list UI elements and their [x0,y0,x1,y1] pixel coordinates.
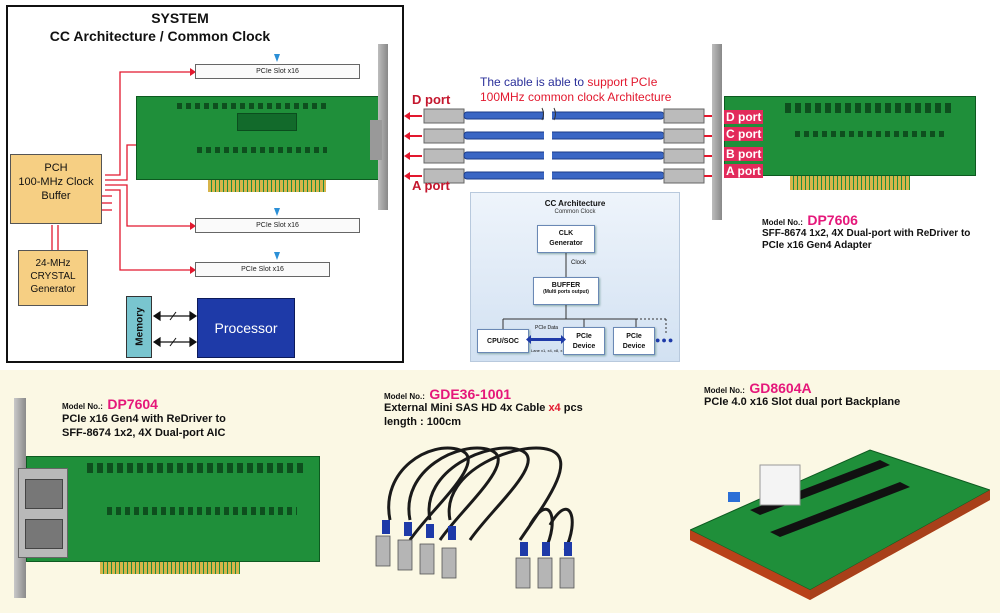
pch-clock-buffer-box: PCH 100-MHz Clock Buffer [10,154,102,224]
dp7606-gold-fingers [790,176,910,190]
system-subtitle: CC Architecture / Common Clock [49,28,271,44]
gde36-desc-a: External Mini SAS HD 4x Cable [384,402,549,414]
cc-architecture-panel: CC Architecture Common Clock CLK Generat… [470,192,680,362]
gde36-model-prefix: Model No.: [384,392,425,401]
dp7604-card [26,456,320,562]
right-port-b: B port [724,147,764,161]
dp7604-desc-line2: SFF-8674 1x2, 4X Dual-port AIC [62,427,226,439]
memory-box: Memory [126,296,152,358]
cc-subtitle: Common Clock [554,209,596,215]
left-port-d: D port [412,92,451,107]
gde36-desc-line2: length : 100cm [384,416,462,428]
card-gold-fingers [208,180,326,192]
left-port-a: A port [412,178,450,193]
pcie-slot-bottom: PCIe Slot x16 [195,262,330,277]
cc-cpu-soc: CPU/SOC [477,329,529,353]
pcie-slot-middle: PCIe Slot x16 [195,218,360,233]
dp7604-gold-fingers [100,562,240,574]
dp7606-card-in-system [136,96,382,180]
dp7606-desc-line2: PCIe x16 Gen4 Adapter [762,240,872,251]
dp7604-sff-ports [18,468,68,558]
gde36-desc-line1: External Mini SAS HD 4x Cable x4 pcs [384,402,583,414]
cc-pcie-data: PCIe Data [535,325,559,331]
cable-note-part-b: support PCIe [587,75,658,89]
cc-pcie-device-2: PCIe Device [613,327,655,355]
card-bracket [378,44,388,210]
cc-lanes: Lane x1, x4, x8, x16 [531,348,567,353]
dp7604-model-prefix: Model No.: [62,402,103,411]
pcie-slot-top: PCIe Slot x16 [195,64,360,79]
gde36-model-row: Model No.: GDE36-1001 [384,386,511,404]
dp7606-model-row: Model No.: DP7606 [762,212,858,230]
memory-label: Memory [134,307,146,346]
dp7606-bracket [712,44,722,220]
dp7606-model-id: DP7606 [807,212,858,228]
cc-clock-label: Clock [571,260,587,266]
right-port-a: A port [724,164,763,178]
cc-clk-generator: CLK Generator [537,225,595,253]
gde36-desc-c: pcs [560,402,583,414]
dp7606-model-prefix: Model No.: [762,218,803,227]
gde36-desc-count: x4 [548,402,561,414]
cc-pcie-device-1: PCIe Device [563,327,605,355]
gd8604a-desc-line1: PCIe 4.0 x16 Slot dual port Backplane [704,396,901,408]
cc-title: CC Architecture [544,199,606,208]
cable-note-line2: 100MHz common clock Architecture [480,90,672,104]
processor-box: Processor [197,298,295,358]
crystal-generator-box: 24-MHz CRYSTAL Generator [18,250,88,306]
dp7604-model-row: Model No.: DP7604 [62,396,158,414]
cc-more-dots: ●●● [655,335,675,345]
cable-note-part-a: The cable is able to [480,75,588,89]
gde36-model-id: GDE36-1001 [429,386,512,402]
system-title: SYSTEM [151,10,209,26]
gd8604a-model-prefix: Model No.: [704,386,745,395]
right-port-c: C port [724,127,764,141]
dp7604-model-id: DP7604 [107,396,158,412]
dp7606-desc-line1: SFF-8674 1x2, 4X Dual-port with ReDriver… [762,228,971,239]
right-port-d: D port [724,110,764,124]
gde36-cable-bundle [375,446,575,589]
gd8604a-model-id: GD8604A [749,380,812,396]
gd8604a-backplane [690,449,990,600]
cables-drawing [404,105,722,195]
gd8604a-model-row: Model No.: GD8604A [704,380,812,398]
dp7604-desc-line1: PCIe x16 Gen4 with ReDriver to [62,413,226,425]
cc-connectors [502,253,667,344]
cable-note-line1: The cable is able to support PCIe [480,75,657,89]
card-port-housing [370,120,382,160]
cc-buffer-label: BUFFER [551,282,581,289]
dp7606-card [724,96,976,176]
cc-buffer-sub: (Multi ports output) [543,289,589,295]
cc-buffer-box: BUFFER (Multi ports output) [533,277,599,305]
